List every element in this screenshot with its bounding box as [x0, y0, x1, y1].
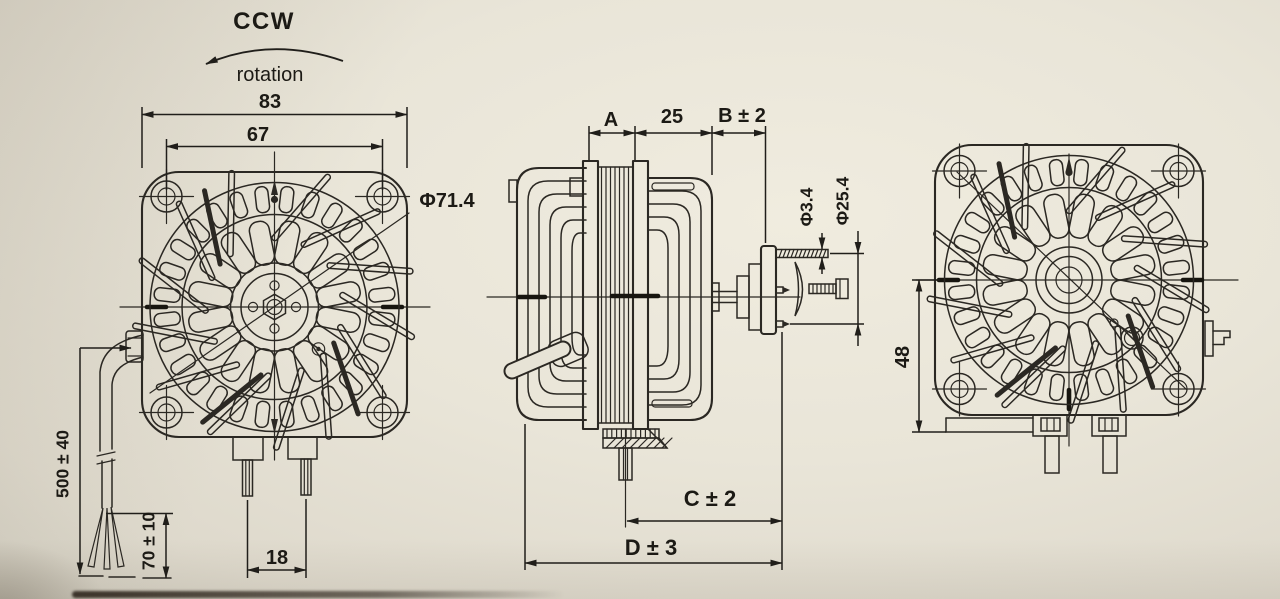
dim-hole-spacing: 67	[246, 124, 270, 146]
dim-c: C ± 2	[683, 486, 737, 511]
dim-25: 25	[660, 106, 684, 128]
ccw-rotation-arrow	[205, 48, 344, 65]
dim-plate-width: 83	[258, 91, 282, 113]
side-dimensions	[524, 126, 864, 570]
front-terminals	[232, 436, 318, 497]
dim-48: 48	[892, 345, 914, 369]
side-front-housing	[646, 176, 714, 422]
fan-dia-leader	[149, 212, 410, 394]
rear-dimension-48	[912, 279, 946, 433]
rotation-sub-label: rotation	[236, 64, 304, 86]
rear-view	[912, 142, 1239, 474]
dim-pin-spacing: 18	[265, 547, 289, 569]
dim-d: D ± 3	[624, 535, 678, 560]
shaft-hub-assembly	[711, 244, 849, 336]
rear-terminals	[945, 414, 1127, 474]
rear-screw	[1120, 326, 1144, 350]
dim-hub-diameter: Φ25.4	[832, 176, 853, 226]
side-rear-housing	[508, 166, 588, 422]
photo-table-edge-shadow	[72, 591, 564, 598]
dim-a: A	[603, 109, 619, 131]
dim-fan-diameter: Φ71.4	[419, 190, 475, 212]
photo-corner-shade	[0, 540, 110, 599]
front-view	[76, 48, 431, 579]
side-view	[486, 126, 864, 570]
rear-diagonal-centerline	[956, 171, 1188, 391]
dim-b: B ± 2	[718, 105, 766, 127]
front-dimensions	[76, 107, 408, 579]
front-fan-face	[131, 169, 416, 451]
rotation-direction-label: CCW	[233, 8, 295, 35]
rear-corner-holes	[931, 143, 1207, 417]
dim-thread-diameter: Φ3.4	[796, 187, 817, 227]
shaft-nut	[262, 293, 287, 321]
dim-lead-length: 500 ± 40	[52, 430, 73, 498]
rear-fan-face	[926, 142, 1210, 424]
side-lead-wire	[503, 331, 589, 380]
dim-strip-length: 70 ± 10	[138, 511, 159, 571]
lead-wire	[78, 330, 172, 579]
rear-side-tab	[1204, 320, 1231, 357]
mounting-foot	[602, 428, 673, 528]
